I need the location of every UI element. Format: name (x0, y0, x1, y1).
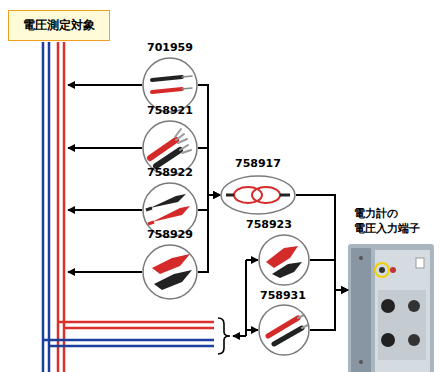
adapter-icon (266, 246, 302, 278)
part-number: 701959 (147, 41, 193, 55)
clip-icon (152, 254, 192, 290)
part-number: 758929 (147, 228, 193, 242)
target-label-box: 電圧測定対象 (8, 10, 110, 41)
cable-icon (226, 187, 290, 203)
node-outline (258, 304, 310, 356)
power-meter-module (348, 244, 434, 372)
connector (198, 195, 220, 272)
node-outline (258, 234, 310, 286)
connector (198, 85, 220, 195)
part-number: 758923 (246, 218, 292, 232)
connector (198, 148, 220, 195)
bus-line (233, 260, 258, 336)
part-number: 758917 (235, 157, 281, 171)
terminal-label: 電力計の 電圧入力端子 (354, 206, 430, 236)
node-outline (142, 244, 198, 300)
connector (310, 260, 348, 290)
part-number: 758922 (147, 166, 193, 180)
probe-circle: 758929 (142, 244, 198, 300)
adapter-icon (268, 315, 308, 344)
brace (218, 318, 230, 354)
adapter-circle: 758923 (258, 234, 310, 286)
circle-ground (142, 57, 310, 356)
part-number: 758931 (260, 289, 306, 303)
part-number: 758921 (147, 104, 193, 118)
target-label: 電圧測定対象 (23, 18, 95, 33)
clip-icon (146, 194, 190, 224)
power-meter-terminal: 電力計の 電圧入力端子 (348, 244, 434, 372)
connector (310, 290, 348, 330)
adapter-circle: 758931 (258, 304, 310, 356)
cable-ellipse: 758917 (220, 175, 296, 215)
node-outline (220, 175, 296, 215)
fork-terminal-icon (150, 129, 191, 166)
lead-arrow (68, 85, 142, 272)
probe-icon (152, 76, 192, 92)
wire-bundle (43, 42, 214, 372)
